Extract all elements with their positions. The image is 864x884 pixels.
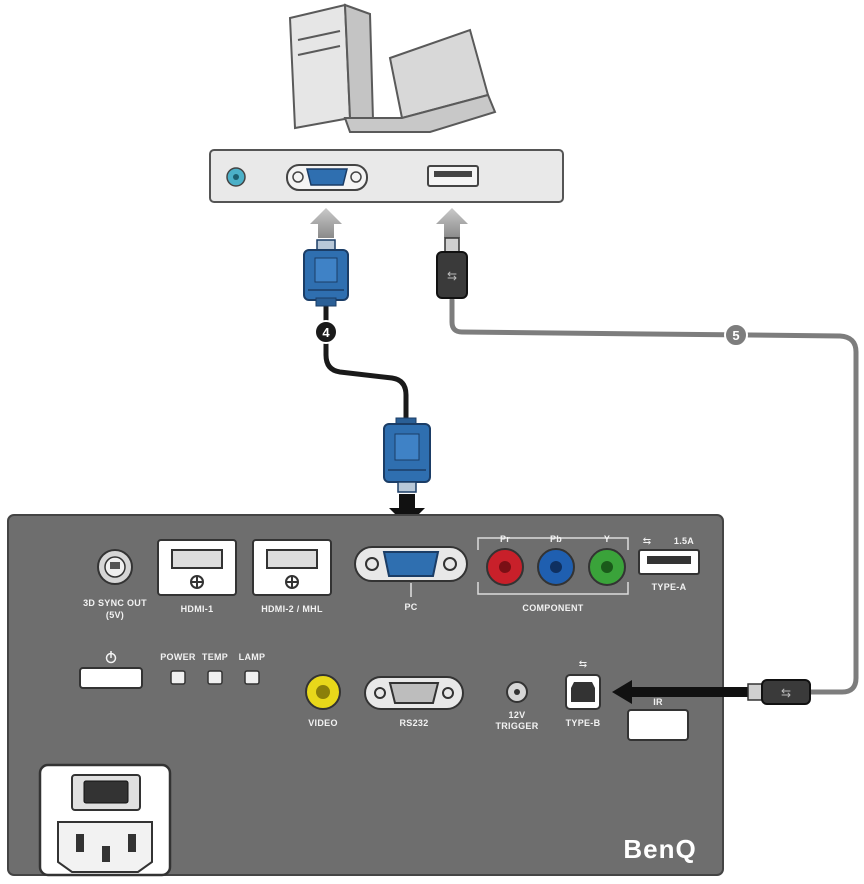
lamp-led xyxy=(244,670,260,685)
power-button[interactable] xyxy=(79,667,143,689)
audio-jack-icon xyxy=(226,167,246,187)
arrow-up-usb-icon xyxy=(436,208,468,238)
usb-a-rating: 1.5A xyxy=(674,536,694,546)
callout-usb-number: 5 xyxy=(732,328,739,343)
svg-text:⇆: ⇆ xyxy=(643,536,651,547)
computer-usb-port xyxy=(427,165,479,187)
usb-cable xyxy=(449,297,859,695)
video-label: VIDEO xyxy=(308,718,338,728)
y-port xyxy=(588,548,626,586)
usb-a-port xyxy=(638,549,700,575)
lamp-led-label: LAMP xyxy=(239,652,266,662)
video-port xyxy=(305,674,341,710)
power-switch[interactable] xyxy=(83,780,129,804)
usb-b-label: TYPE-B xyxy=(566,718,601,728)
computer-port-panel xyxy=(209,149,564,203)
ir-label: IR xyxy=(653,697,663,707)
trigger-label: 12V xyxy=(509,710,526,720)
power-led xyxy=(170,670,186,685)
arrow-down-vga-icon xyxy=(389,494,425,526)
trigger-sublabel: TRIGGER xyxy=(495,721,538,731)
pr-label: Pr xyxy=(500,534,510,544)
3d-sync-label: 3D SYNC OUT xyxy=(83,598,147,608)
callout-vga-number: 4 xyxy=(322,325,330,340)
hdmi-1-label: HDMI-1 xyxy=(181,604,214,614)
rs232-port xyxy=(364,676,464,710)
pc-label: PC xyxy=(404,602,417,612)
y-label: Y xyxy=(604,534,610,544)
svg-text:⇆: ⇆ xyxy=(781,686,791,700)
computer-icon xyxy=(288,3,497,133)
ir-receiver xyxy=(627,709,689,741)
usb-plug-right: ⇆ xyxy=(747,679,811,705)
hdmi-2-port xyxy=(252,539,332,596)
callout-usb: 5 xyxy=(724,323,748,347)
usb-plug-top: ⇆ xyxy=(436,237,468,299)
pb-port xyxy=(537,548,575,586)
3d-sync-port xyxy=(97,549,133,585)
usb-b-icon: ⇆ xyxy=(579,659,587,670)
hdmi-1-port xyxy=(157,539,237,596)
svg-text:⇆: ⇆ xyxy=(447,269,457,283)
temp-led xyxy=(207,670,223,685)
vga-plug-top xyxy=(303,239,349,307)
component-label: COMPONENT xyxy=(522,603,583,613)
component-group xyxy=(477,537,629,595)
svg-text:⇆: ⇆ xyxy=(579,659,587,670)
callout-vga: 4 xyxy=(314,320,338,344)
power-led-label: POWER xyxy=(160,652,196,662)
brand-logo: BenQ xyxy=(623,834,696,864)
usb-a-label: TYPE-A xyxy=(652,582,687,592)
trigger-port xyxy=(506,681,528,703)
usb-b-port xyxy=(565,674,601,710)
usb-icon: ⇆ xyxy=(643,536,651,547)
pb-label: Pb xyxy=(550,534,562,544)
vga-plug-bottom xyxy=(383,417,431,493)
vga-cable xyxy=(323,297,409,428)
rs232-label: RS232 xyxy=(399,718,428,728)
arrow-up-vga-icon xyxy=(310,208,342,238)
3d-sync-sublabel: (5V) xyxy=(106,610,124,620)
pr-port xyxy=(486,548,524,586)
computer-vga-port xyxy=(286,164,368,191)
arrow-left-usb-icon xyxy=(612,680,748,704)
pc-vga-port xyxy=(354,546,468,597)
power-icon xyxy=(105,651,117,664)
temp-led-label: TEMP xyxy=(202,652,228,662)
hdmi-2-label: HDMI-2 / MHL xyxy=(261,604,323,614)
